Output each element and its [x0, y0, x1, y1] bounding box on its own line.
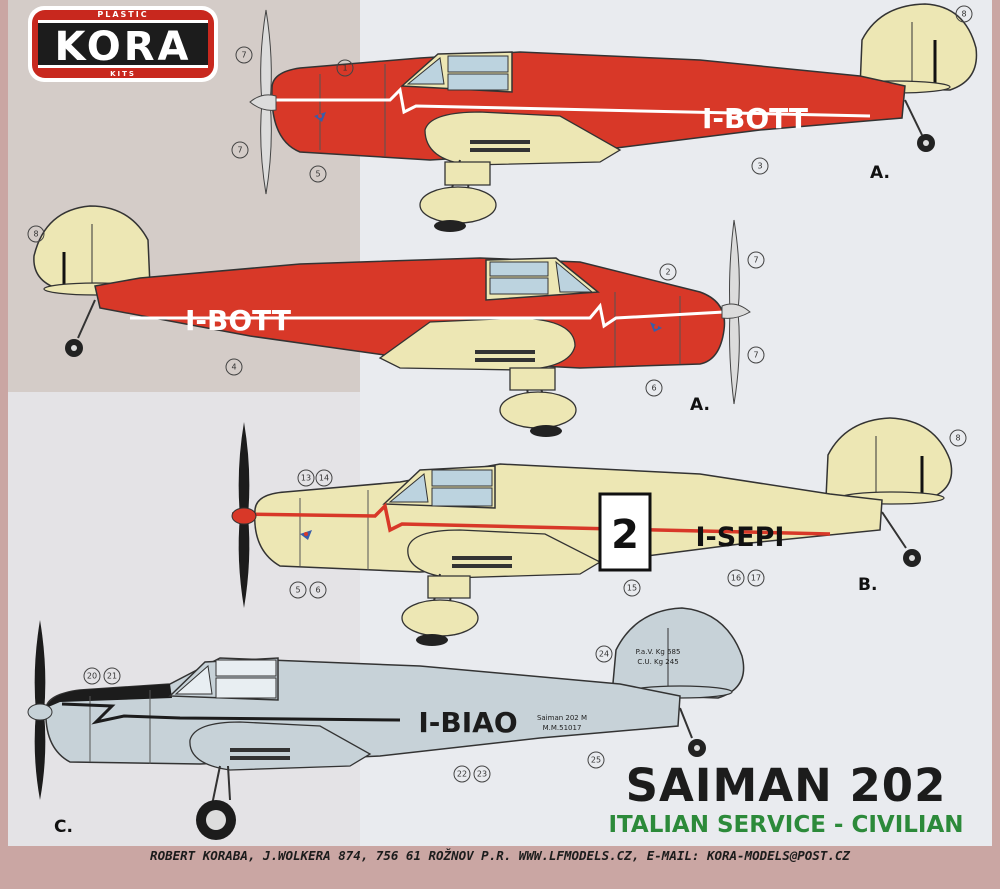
svg-text:22: 22 — [457, 770, 467, 779]
sheet-subtitle: ITALIAN SERVICE - CIVILIAN — [608, 812, 964, 838]
svg-text:17: 17 — [751, 574, 761, 583]
sheet-title: SAIMAN 202 — [625, 759, 947, 812]
svg-text:5: 5 — [295, 586, 300, 595]
callout-a2-4: 4 — [225, 358, 243, 376]
callout-a2-2: 2 — [659, 263, 677, 281]
callout-c-23: 23 — [473, 765, 491, 783]
svg-text:2: 2 — [665, 268, 670, 277]
logo-top-label: PLASTIC — [97, 10, 148, 19]
registration-c: I-BIAO — [418, 706, 517, 739]
callout-c-22: 22 — [453, 765, 471, 783]
callout-a1-7b: 7 — [231, 141, 249, 159]
svg-text:23: 23 — [477, 770, 487, 779]
svg-text:8: 8 — [955, 434, 960, 443]
aircraft-a1: I-BOTT 1 3 5 7 7 8 A. — [231, 3, 978, 232]
scheme-letter-c: C. — [54, 817, 73, 837]
scheme-letter-a2: A. — [690, 395, 710, 415]
callout-b-13: 13 — [297, 469, 315, 487]
callout-a2-7a: 7 — [747, 251, 765, 269]
svg-text:4: 4 — [231, 363, 236, 372]
race-number-b: 2 — [611, 512, 639, 558]
aircraft-b: 2 I-SEPI 13 14 5 6 8 15 16 17 B. — [231, 417, 967, 646]
svg-text:8: 8 — [33, 230, 38, 239]
logo-name: KORA — [55, 24, 192, 70]
callout-c-21: 21 — [103, 667, 121, 685]
registration-a1: I-BOTT — [702, 102, 808, 135]
kora-logo: PLASTIC KORA KITS — [28, 6, 218, 82]
callout-a1-1: 1 — [336, 59, 354, 77]
aircraft-a2: I-BOTT 2 4 6 7 7 8 A. — [27, 205, 765, 437]
svg-text:8: 8 — [961, 10, 966, 19]
svg-text:7: 7 — [753, 256, 758, 265]
callout-b-15: 15 — [623, 579, 641, 597]
aircraft-c: I-BIAO P.a.V. Kg 685 C.U. Kg 245 Saiman … — [27, 607, 745, 840]
callout-b-14: 14 — [315, 469, 333, 487]
svg-text:14: 14 — [319, 474, 329, 483]
svg-text:3: 3 — [757, 162, 762, 171]
callout-b-17: 17 — [747, 569, 765, 587]
svg-text:5: 5 — [315, 170, 320, 179]
footer-address: ROBERT KORABA, J.WOLKERA 874, 756 61 ROŽ… — [150, 848, 850, 863]
callout-c-24: 24 — [595, 645, 613, 663]
callout-a1-3: 3 — [751, 157, 769, 175]
svg-text:15: 15 — [627, 584, 637, 593]
fuselage-text-c-1: Saiman 202 M — [537, 714, 587, 722]
svg-text:24: 24 — [599, 650, 609, 659]
registration-b: I-SEPI — [696, 522, 785, 553]
callout-a2-6: 6 — [645, 379, 663, 397]
svg-text:7: 7 — [753, 351, 758, 360]
svg-text:7: 7 — [237, 146, 242, 155]
callout-b-6: 6 — [309, 581, 327, 599]
callout-b-16: 16 — [727, 569, 745, 587]
callout-b-5: 5 — [289, 581, 307, 599]
callout-b-8: 8 — [949, 429, 967, 447]
svg-text:20: 20 — [87, 672, 97, 681]
svg-text:16: 16 — [731, 574, 741, 583]
svg-text:6: 6 — [651, 384, 656, 393]
scheme-letter-a1: A. — [870, 163, 890, 183]
fin-text-c-1: P.a.V. Kg 685 — [636, 648, 681, 656]
callout-c-20: 20 — [83, 667, 101, 685]
callout-a2-8: 8 — [27, 225, 45, 243]
svg-text:13: 13 — [301, 474, 311, 483]
registration-a2: I-BOTT — [185, 304, 291, 337]
svg-text:25: 25 — [591, 756, 601, 765]
logo-bottom-label: KITS — [110, 70, 136, 78]
svg-text:21: 21 — [107, 672, 117, 681]
svg-text:7: 7 — [241, 51, 246, 60]
scheme-letter-b: B. — [858, 575, 877, 595]
callout-a1-8: 8 — [955, 5, 973, 23]
callout-a1-7a: 7 — [235, 46, 253, 64]
fuselage-text-c-2: M.M.51017 — [543, 724, 582, 732]
callout-c-25: 25 — [587, 751, 605, 769]
callout-a1-5: 5 — [309, 165, 327, 183]
fin-text-c-2: C.U. Kg 245 — [637, 658, 678, 666]
svg-text:6: 6 — [315, 586, 320, 595]
callout-a2-7b: 7 — [747, 346, 765, 364]
svg-text:1: 1 — [342, 64, 347, 73]
